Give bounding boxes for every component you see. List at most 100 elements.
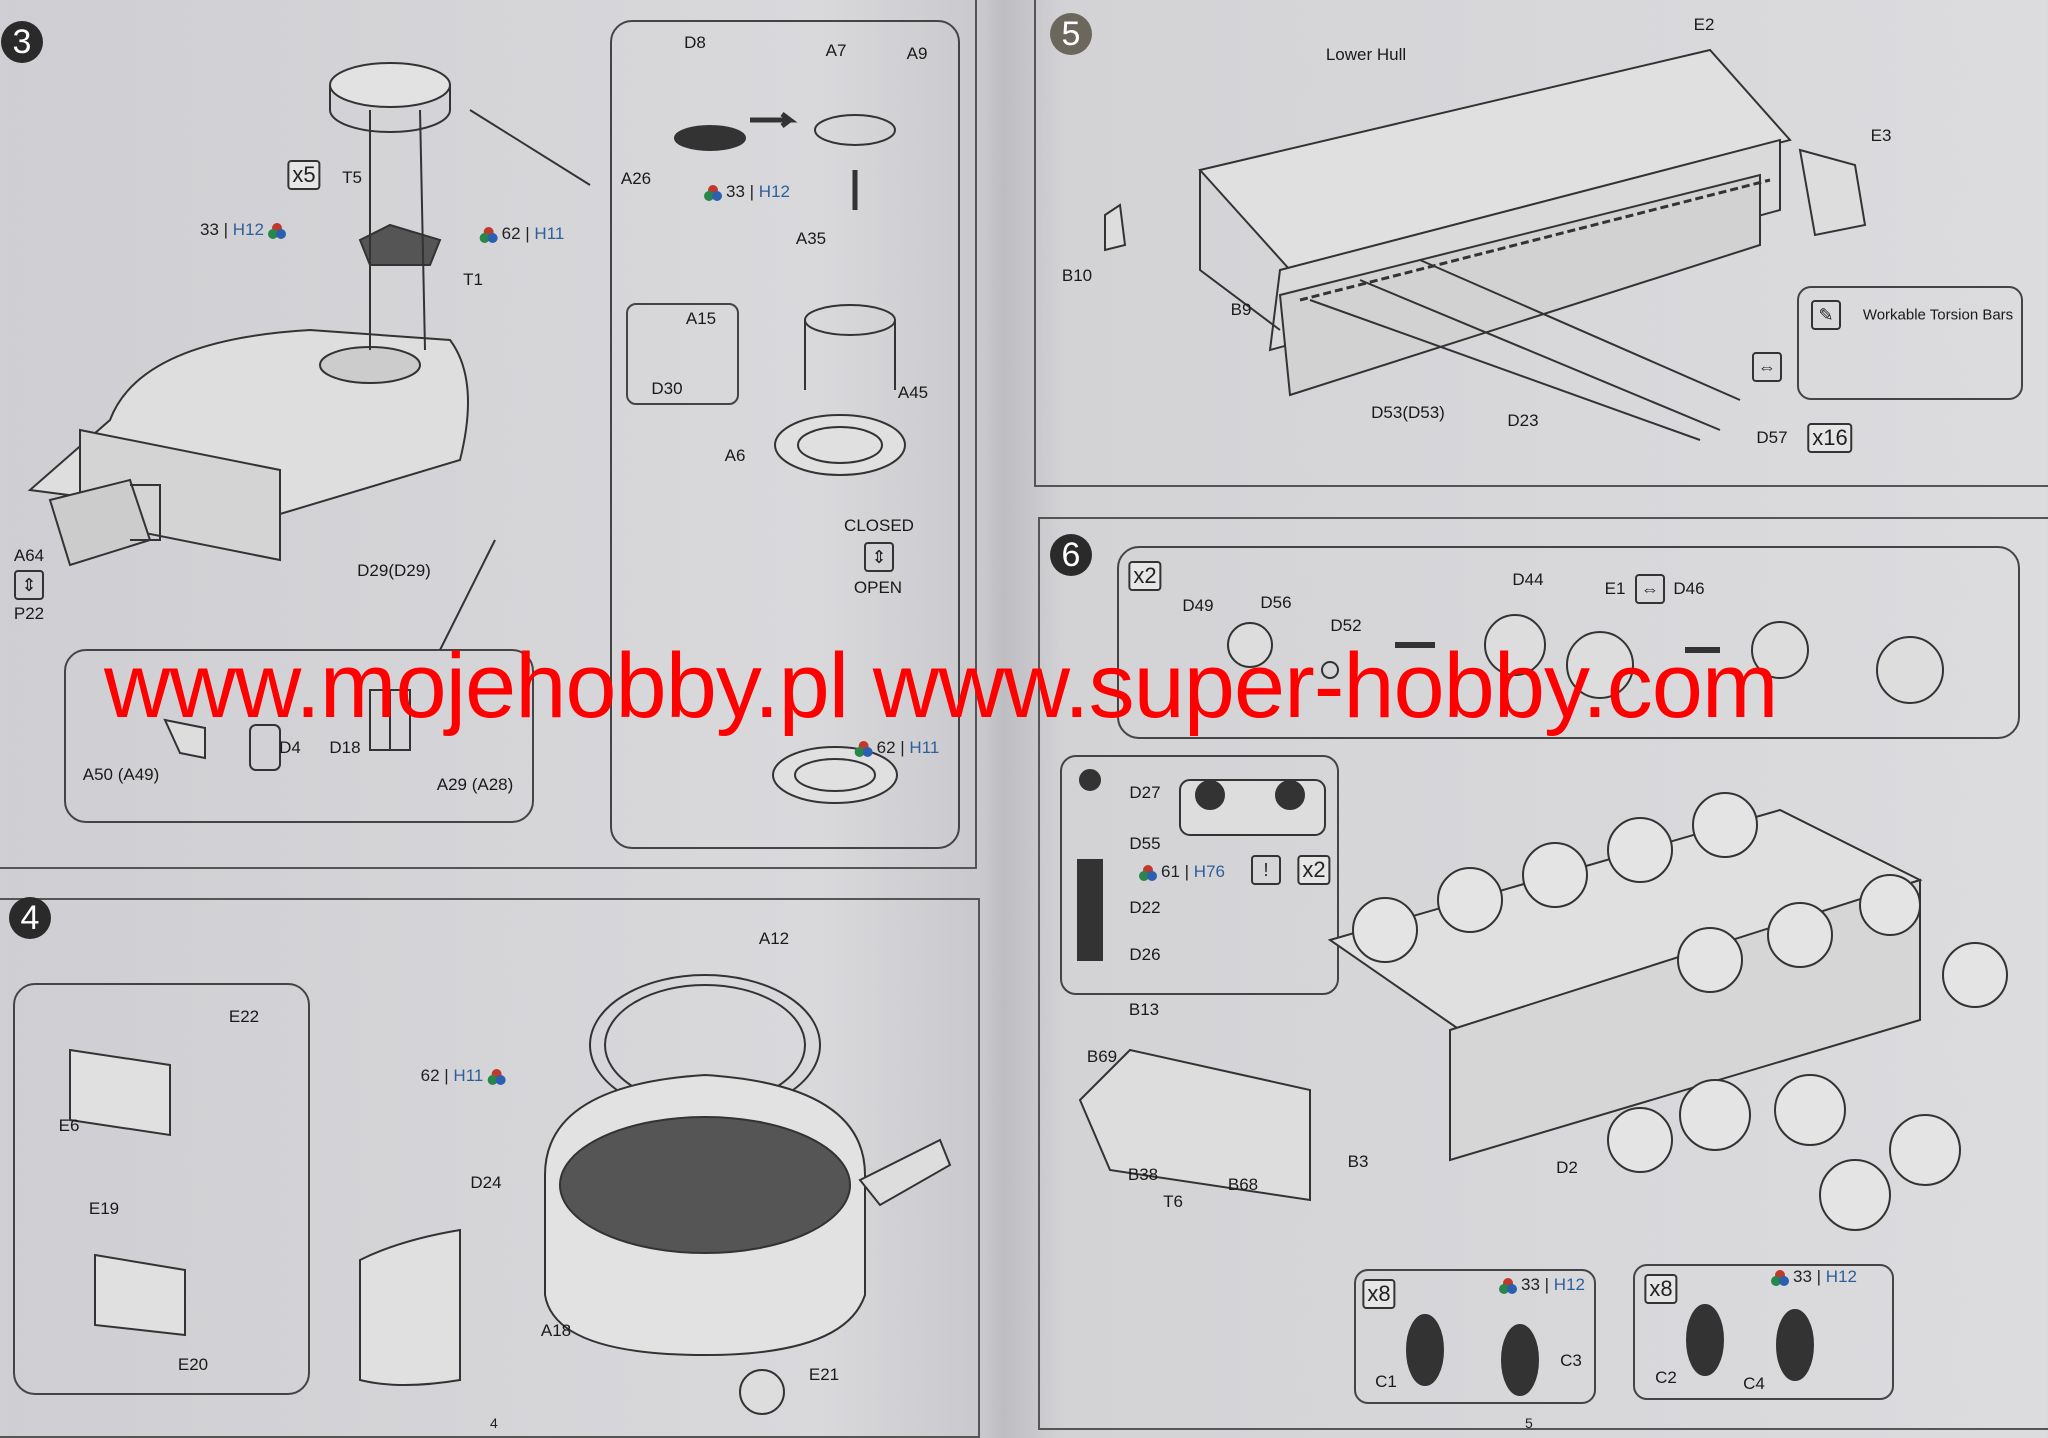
- part-label: D29(D29): [357, 561, 431, 580]
- part-label: B38: [1127, 1165, 1159, 1184]
- paint-mix-icon: [704, 184, 723, 201]
- part-label: D30: [651, 379, 683, 398]
- closed-label: CLOSED: [844, 516, 914, 535]
- part-label: D26: [1129, 945, 1161, 964]
- paint-callout: 33 | H12: [700, 182, 790, 202]
- part-label: P22: [13, 604, 45, 623]
- step3-a15-inset: [626, 303, 739, 405]
- part-label: A7: [825, 41, 847, 60]
- quantity-badge: x16: [1807, 423, 1853, 453]
- part-label: A12: [758, 929, 790, 948]
- part-label: A6: [724, 446, 746, 465]
- part-label: E20: [177, 1355, 209, 1374]
- part-label: E21: [808, 1365, 840, 1384]
- part-label: E19: [88, 1199, 120, 1218]
- rotate-arrow-icon: ⇔: [1752, 352, 1782, 382]
- part-label: D18: [329, 738, 361, 757]
- part-label: A64: [13, 546, 45, 565]
- part-label: D23: [1507, 411, 1539, 430]
- part-label: D55: [1129, 834, 1161, 853]
- page-number-left: 4: [490, 1415, 498, 1431]
- part-label: A26: [620, 169, 652, 188]
- step5-frame: [1034, 0, 2048, 487]
- paint-mix-icon: [1771, 1269, 1790, 1286]
- quantity-badge: x2: [1297, 855, 1331, 885]
- pen-icon: ✎: [1811, 300, 1841, 330]
- part-label: D22: [1129, 898, 1161, 917]
- watermark: www.mojehobby.pl www.super-hobby.com: [104, 635, 1779, 737]
- part-label: E2: [1693, 15, 1715, 34]
- part-label: A18: [540, 1321, 572, 1340]
- part-label: D27: [1129, 783, 1161, 802]
- paint-callout: 62 | H11: [476, 224, 564, 244]
- lower-hull-label: Lower Hull: [1325, 45, 1407, 64]
- quantity-badge: x8: [1362, 1279, 1396, 1309]
- step4-bin-inset: [13, 983, 310, 1395]
- paint-callout: 61 | H76: [1135, 862, 1225, 882]
- paint-mix-icon: [267, 222, 286, 239]
- step6-frame: [1038, 517, 2048, 1430]
- step3-turret-basket-inset: [610, 20, 960, 849]
- torsion-bars-note: Workable Torsion Bars: [1862, 306, 2014, 324]
- paint-mix-icon: [1139, 864, 1158, 881]
- part-label: A15: [685, 309, 717, 328]
- part-label: A9: [906, 44, 928, 63]
- part-label: D52: [1330, 616, 1362, 635]
- flip-arrow-icon: ⇕: [14, 570, 44, 600]
- part-label: T6: [1163, 1192, 1183, 1211]
- part-label: C3: [1560, 1351, 1582, 1370]
- part-label: D53(D53): [1371, 403, 1445, 422]
- part-label: D4: [279, 738, 301, 757]
- paint-callout: 33 | H12: [200, 220, 290, 240]
- part-label: A45: [897, 383, 929, 402]
- part-label: A35: [795, 229, 827, 248]
- part-label: T5: [342, 168, 362, 187]
- page-number-right: 5: [1525, 1415, 1533, 1431]
- part-label: A50 (A49): [82, 765, 160, 784]
- torsion-bars-inset: [1797, 286, 2023, 400]
- step-4-number: 4: [9, 897, 51, 939]
- part-label: D24: [470, 1173, 502, 1192]
- paint-mix-icon: [1499, 1277, 1518, 1294]
- part-label: E22: [228, 1007, 260, 1026]
- step-6-number: 6: [1050, 534, 1092, 576]
- paint-callout: 33 | H12: [1495, 1275, 1585, 1295]
- part-label: B10: [1061, 266, 1093, 285]
- part-label: D57: [1756, 428, 1788, 447]
- part-label: D8: [684, 33, 706, 52]
- part-label: D49: [1182, 596, 1214, 615]
- step6-wheel-inset-2: [1633, 1264, 1894, 1400]
- part-label: D46: [1673, 579, 1705, 598]
- quantity-badge: x8: [1644, 1274, 1678, 1304]
- step-3-number: 3: [1, 21, 43, 63]
- step6-sprocket-inset: [1117, 546, 2020, 739]
- part-label: T1: [463, 270, 483, 289]
- part-label: E1: [1604, 579, 1626, 598]
- step-5-number: 5: [1050, 13, 1092, 55]
- paint-mix-icon: [487, 1068, 506, 1085]
- part-label: C1: [1375, 1372, 1397, 1391]
- quantity-badge: x2: [1128, 561, 1162, 591]
- part-label: E3: [1870, 126, 1892, 145]
- paint-callout: 62 | H11: [851, 738, 939, 758]
- open-label: OPEN: [853, 578, 903, 597]
- part-label: B69: [1086, 1047, 1118, 1066]
- paint-callout: 62 | H11: [421, 1066, 510, 1086]
- paint-mix-icon: [479, 226, 498, 243]
- part-label: D2: [1556, 1158, 1578, 1177]
- part-label: C4: [1743, 1374, 1765, 1393]
- step3-hatch-inset: [64, 649, 534, 823]
- step6-wheel-inset-1: [1354, 1269, 1596, 1404]
- part-label: B9: [1230, 300, 1252, 319]
- part-label: A29 (A28): [436, 775, 514, 794]
- part-label: E6: [58, 1116, 80, 1135]
- part-label: B3: [1347, 1152, 1369, 1171]
- step3-frame: [0, 0, 977, 869]
- closed-open-arrow-icon: ⇕: [864, 542, 894, 572]
- paint-callout: 33 | H12: [1767, 1267, 1857, 1287]
- part-label: D56: [1260, 593, 1292, 612]
- rotate-arrow-icon: ⇔: [1635, 574, 1665, 604]
- part-label: B68: [1227, 1175, 1259, 1194]
- paint-mix-icon: [854, 740, 873, 757]
- part-label: B13: [1128, 1000, 1160, 1019]
